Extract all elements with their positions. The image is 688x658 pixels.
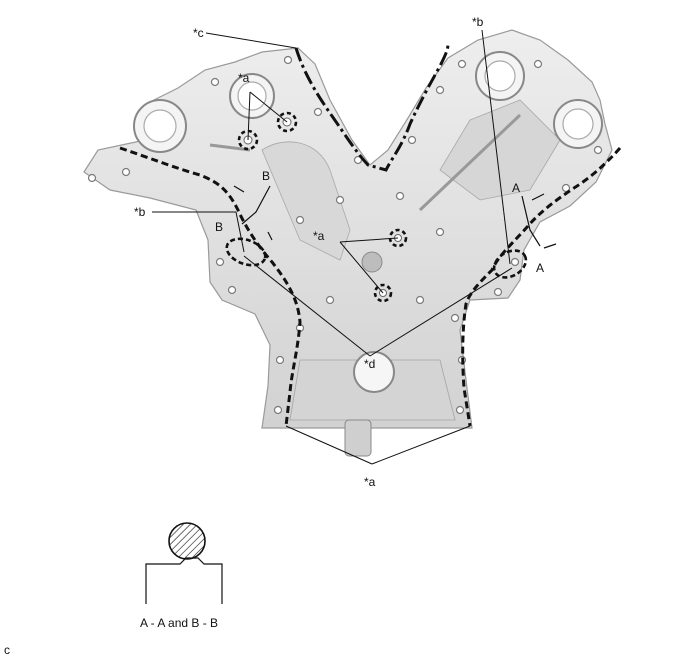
sealant-ring-3 bbox=[388, 228, 408, 248]
label-d: *d bbox=[364, 357, 375, 371]
section-b-line bbox=[241, 185, 271, 225]
bolt-holes bbox=[87, 55, 603, 415]
label-a-mid: *a bbox=[313, 229, 325, 243]
label-a-bottom: *a bbox=[364, 475, 376, 489]
left-head-bore-inner bbox=[237, 81, 267, 111]
right-head-bore-inner bbox=[484, 60, 516, 92]
sealant-line-right bbox=[461, 147, 622, 427]
casting-recess-right bbox=[439, 99, 561, 201]
section-markers bbox=[233, 185, 557, 249]
section-a-line bbox=[521, 195, 541, 247]
section-caption: A - A and B - B bbox=[140, 616, 218, 630]
sealant-line-c bbox=[294, 43, 450, 172]
label-b-right: *b bbox=[472, 15, 484, 29]
label-section-a-bottom: A bbox=[536, 261, 544, 275]
cross-section-detail: A - A and B - B bbox=[140, 522, 223, 630]
section-b-arrow-top bbox=[233, 185, 245, 193]
sealant-lines bbox=[119, 43, 622, 427]
section-a-arrow-bottom bbox=[543, 243, 557, 249]
crank-bore bbox=[353, 351, 395, 393]
label-c: *c bbox=[193, 26, 204, 40]
casting-recess-left bbox=[261, 141, 351, 261]
diagonal-rib bbox=[418, 113, 522, 212]
section-a-arrow-top bbox=[531, 193, 545, 201]
sealant-ring-2 bbox=[276, 111, 298, 133]
timing-cover-casting bbox=[83, 29, 613, 457]
section-b-arrow-bottom bbox=[267, 231, 273, 241]
label-section-b-bottom: B bbox=[215, 220, 223, 234]
leader-lines bbox=[152, 29, 513, 465]
label-section-b-top: B bbox=[262, 169, 270, 183]
label-b-left: *b bbox=[134, 205, 146, 219]
sealant-ring-4 bbox=[373, 283, 393, 303]
sealant-line-left bbox=[119, 146, 302, 427]
corner-mark: c bbox=[4, 643, 10, 657]
label-a-top: *a bbox=[238, 71, 250, 85]
left-rib bbox=[209, 143, 251, 152]
label-section-a-top: A bbox=[512, 181, 520, 195]
left-cam-bore-inner bbox=[143, 109, 177, 143]
lower-port bbox=[344, 419, 372, 457]
cross-section-surface bbox=[145, 557, 223, 604]
sealant-bead-hatched bbox=[168, 522, 206, 560]
seal-area-right bbox=[492, 249, 528, 279]
tensioner-boss bbox=[361, 251, 383, 273]
callout-labels: *c *a *b *b B B A A *a *d *a bbox=[134, 15, 544, 489]
right-cam-bore-inner bbox=[562, 108, 594, 140]
